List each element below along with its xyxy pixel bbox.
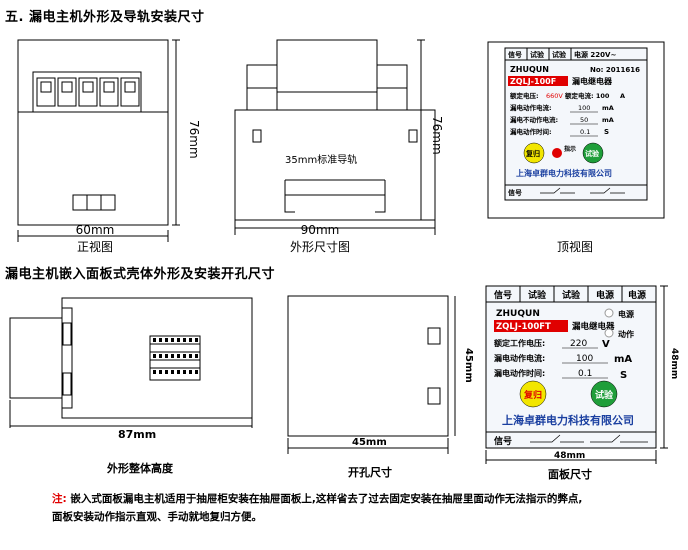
top-row-2-label: 漏电动作电流: [510, 103, 552, 112]
panel-height-dim: 48mm [669, 348, 679, 379]
section-title: 五. 漏电主机外形及导轨安装尺寸 [5, 10, 205, 25]
top-reset-button [523, 142, 545, 164]
terminal-block [32, 71, 142, 113]
section2-title: 漏电主机嵌入面板式壳体外形及安装开孔尺寸 [5, 267, 276, 282]
top-model: ZQLJ-100F [510, 77, 556, 86]
cutout-width-dim: 45mm [352, 437, 387, 448]
top-company: 上海卓群电力科技有限公司 [516, 168, 612, 178]
panel-row-3-label: 漏电动作时间: [494, 368, 545, 378]
top-row-3-unit: mA [602, 116, 614, 124]
top-test-label: 试验 [585, 149, 600, 158]
side-view-drawing: 76mm 35mm标准导轨 [234, 39, 444, 235]
top-header-1: 信号 [508, 50, 522, 59]
top-header-2: 试验 [530, 50, 545, 59]
panel-row-2-unit: mA [614, 354, 632, 365]
top-row-2-value: 100 [578, 104, 590, 112]
panel-power-label: 电源 [618, 309, 634, 319]
side-view-caption: 外形尺寸图 [289, 240, 350, 254]
side-width-dim: 90mm [300, 223, 340, 237]
top-row-4-label: 漏电动作时间: [510, 127, 552, 136]
top-serial: No: 2011616 [590, 66, 640, 74]
top-header-4: 电源 220V~ [574, 50, 616, 59]
panel-header-2: 试验 [528, 289, 547, 301]
panel-brand: ZHUQUN [496, 309, 540, 319]
top-indicator-label: 指示 [564, 145, 576, 153]
panel-header-1: 信号 [494, 289, 512, 301]
panel-row-1-unit: V [602, 339, 610, 350]
panel-product-name: 漏电继电器 [572, 321, 615, 332]
panel-action-label: 动作 [618, 329, 634, 339]
cutout-view-drawing: 45mm 45mm [287, 295, 474, 454]
panel-header-3: 试验 [562, 289, 581, 301]
front-view-caption: 正视图 [76, 240, 113, 254]
panel-width-dim: 48mm [554, 451, 585, 461]
note-prefix: 注: [52, 493, 67, 505]
front-view-drawing: 76mm [17, 39, 201, 242]
note: 注: 嵌入式面板漏电主机适用于抽屉柜安装在抽屉面板上,这样省去了过去固定安装在抽… [52, 490, 682, 526]
top-view-panel: 信号 试验 试验 电源 220V~ ZHUQUN No: 2011616 ZQL… [487, 41, 665, 219]
note-line1: 嵌入式面板漏电主机适用于抽屉柜安装在抽屉面板上,这样省去了过去固定安装在抽屉里面… [70, 493, 583, 505]
panel-model: ZQLJ-100FT [496, 322, 551, 332]
top-row-4-value: 0.1 [580, 128, 590, 136]
top-footer-label: 信号 [508, 188, 522, 197]
top-row-1-extra: 额定电流: 100 [565, 91, 610, 100]
cutout-height-dim: 45mm [463, 348, 474, 383]
panel-company: 上海卓群电力科技有限公司 [502, 413, 634, 427]
panel-test-label: 试验 [595, 389, 614, 401]
housing-caption: 外形整体高度 [107, 462, 173, 475]
top-row-4-unit: S [604, 128, 609, 136]
panel-row-3-value: 0.1 [578, 369, 592, 379]
top-model-badge [508, 76, 568, 86]
note-line2: 面板安装动作指示直观、手动就地复归方便。 [52, 511, 262, 523]
panel-caption: 面板尺寸 [548, 468, 592, 481]
top-row-1-label: 额定电压: [510, 91, 539, 100]
panel-header-4: 电源 [596, 289, 614, 301]
panel-row-2-value: 100 [576, 354, 593, 364]
top-product-name: 漏电继电器 [572, 76, 613, 86]
front-height-dim: 76mm [187, 120, 201, 159]
housing-view-drawing: 87mm [9, 297, 253, 441]
top-test-button [582, 142, 604, 164]
top-reset-label: 复归 [525, 149, 540, 158]
panel-footer-label: 信号 [494, 435, 512, 447]
top-indicator-led [552, 148, 562, 158]
top-header-3: 试验 [552, 50, 567, 59]
top-row-2-unit: mA [602, 104, 614, 112]
panel-row-1-label: 额定工作电压: [494, 338, 545, 348]
panel-reset-label: 复归 [523, 389, 542, 401]
top-view-caption: 顶视图 [556, 240, 593, 254]
rail-label: 35mm标准导轨 [285, 153, 357, 166]
top-row-1-unit: A [620, 92, 625, 100]
panel-row-2-label: 漏电动作电流: [494, 353, 545, 363]
panel-header-5: 电源 [628, 289, 646, 301]
side-height-dim: 76mm [430, 116, 444, 155]
top-row-3-label: 漏电不动作电流: [510, 115, 558, 124]
front-width-dim: 60mm [75, 223, 115, 237]
top-row-1-value: 660V [546, 92, 563, 100]
panel-reset-button [519, 380, 547, 408]
panel-test-button [590, 380, 618, 408]
housing-width-dim: 87mm [118, 428, 156, 441]
top-row-3-value: 50 [580, 116, 588, 124]
panel-row-1-value: 220 [570, 339, 587, 349]
panel-row-3-unit: S [620, 370, 627, 381]
top-brand: ZHUQUN [510, 65, 549, 74]
cutout-caption: 开孔尺寸 [348, 466, 392, 479]
panel-model-badge [494, 320, 568, 332]
panel-view-drawing: 信号 试验 试验 电源 电源 ZHUQUN 电源 ZQLJ-100FT 漏电继电… [485, 285, 679, 464]
